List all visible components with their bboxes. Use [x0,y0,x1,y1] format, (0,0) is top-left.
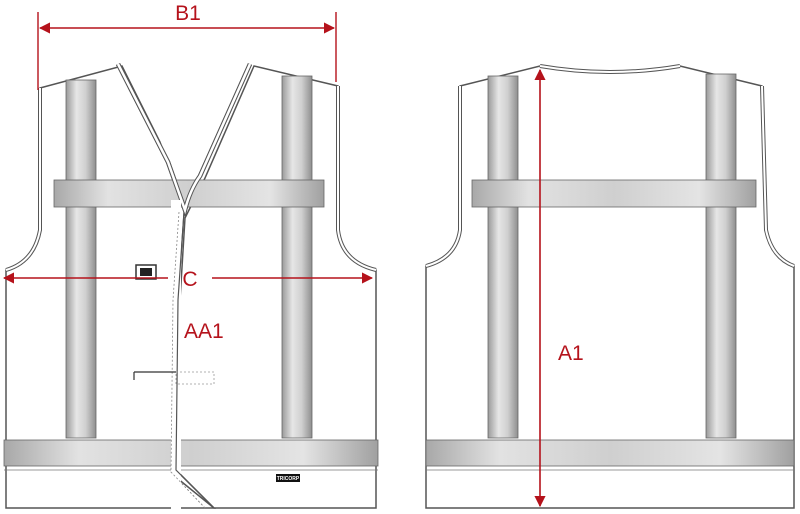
front-left-armhole [5,88,42,272]
front-vest: TRICORP [3,62,379,510]
dim-aa1-label: AA1 [184,320,224,343]
front-lower-pocket [133,371,176,380]
back-right-armhole [760,85,795,268]
back-vest [425,64,795,509]
front-stripe-right [281,75,313,439]
dim-a1-label: A1 [558,342,584,365]
back-left-armhole [425,86,462,268]
brand-label [276,474,300,482]
dim-c-label: C [182,268,197,291]
back-stripe-right [705,73,737,439]
back-shoulder-stripe [471,179,757,208]
front-stripe-left [65,79,97,439]
dim-b1-label: B1 [175,2,201,25]
back-stripe-left [487,75,519,439]
brand-label-text: TRICORP [277,476,300,482]
front-bottom-stripe [3,439,379,467]
dimensions: B1 C AA1 A1 [2,2,584,508]
back-bottom-stripe [425,439,795,467]
front-right-armhole [336,86,377,272]
